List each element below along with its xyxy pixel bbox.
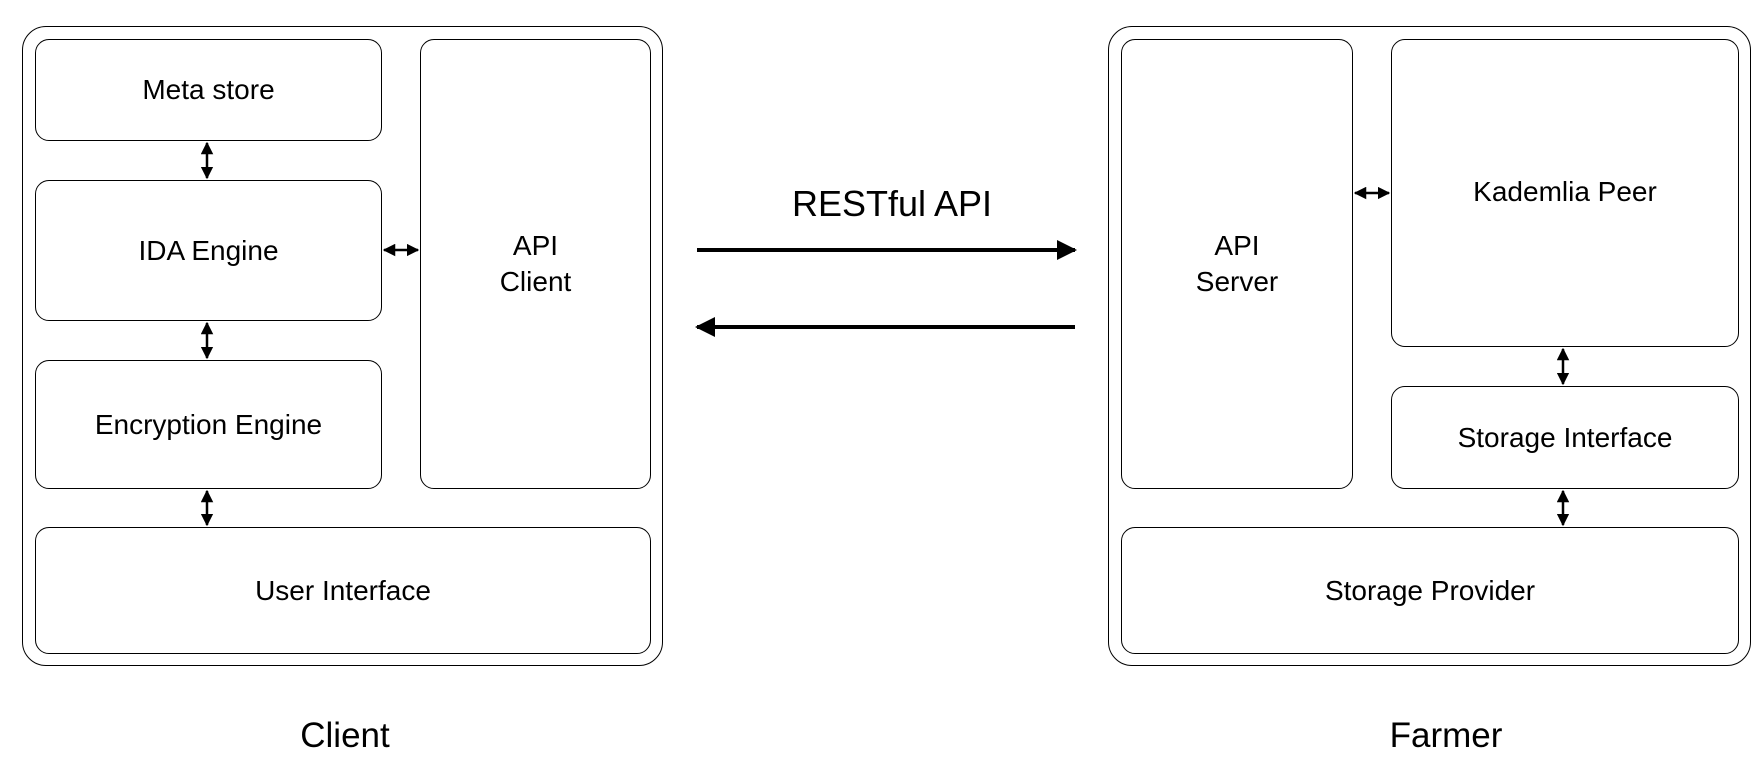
client-container [22, 26, 663, 666]
api-server-box: API Server [1121, 39, 1353, 489]
kademlia-peer-box: Kademlia Peer [1391, 39, 1739, 347]
restful-api-label: RESTful API [791, 183, 993, 224]
storage-interface-box: Storage Interface [1391, 386, 1739, 489]
encryption-engine-box: Encryption Engine [35, 360, 382, 489]
kademlia-peer-label: Kademlia Peer [1473, 176, 1657, 207]
api-client-box: API Client [420, 39, 651, 489]
ida-engine-label: IDA Engine [138, 234, 279, 266]
meta-store-label: Meta store [142, 74, 275, 105]
api-server-label: API Server [1195, 230, 1279, 297]
client-caption: Client [300, 716, 390, 755]
storage-interface-label: Storage Interface [1457, 421, 1673, 453]
storage-provider-label: Storage Provider [1324, 574, 1536, 606]
user-interface-box: User Interface [35, 527, 651, 654]
user-interface-label: User Interface [255, 574, 431, 606]
storage-provider-box: Storage Provider [1121, 527, 1739, 654]
farmer-container [1108, 26, 1751, 666]
meta-store-box: Meta store [35, 39, 382, 141]
encryption-engine-label: Encryption Engine [94, 408, 323, 440]
farmer-caption: Farmer [1389, 716, 1503, 755]
ida-engine-box: IDA Engine [35, 180, 382, 321]
api-client-label: API Client [499, 230, 572, 297]
